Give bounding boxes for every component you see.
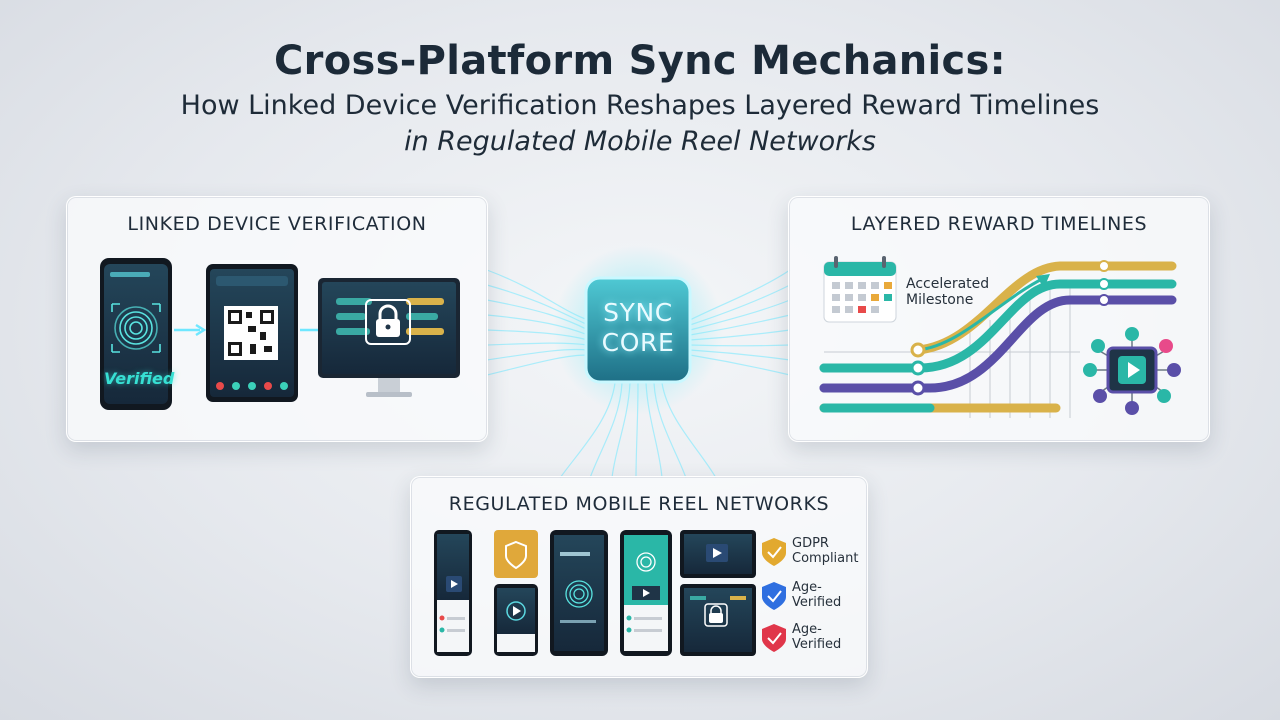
reel-tablet-2: [680, 584, 756, 656]
fingerprint-icon: [111, 303, 161, 353]
qr-code-icon: [224, 306, 278, 360]
lock-icon: [710, 605, 722, 614]
reel-phone-1: [434, 530, 472, 656]
panel-title-reels: REGULATED MOBILE REEL NETWORKS: [448, 493, 830, 515]
reel-phone-2: [494, 584, 538, 656]
sync-core-chip: [584, 276, 692, 384]
fingerprint-icon: [565, 580, 593, 608]
phone-device: [100, 258, 172, 410]
shield-icon: [505, 540, 527, 570]
reel-tablet-1: [680, 530, 756, 578]
core-line-1: SYNC: [603, 298, 673, 327]
timeline-grid: [824, 285, 1080, 418]
badge-gdpr-shield-icon: [762, 538, 786, 566]
panel-title-rewards: LAYERED REWARD TIMELINES: [850, 213, 1148, 235]
arrow-icon: [1036, 274, 1050, 288]
badge-label-1a: GDPR: [792, 536, 829, 551]
reel-hub-icon: [1083, 327, 1181, 415]
tablet-device: [206, 264, 298, 402]
milestone-label-2: Milestone: [906, 292, 974, 308]
badge-label-3b: Verified: [792, 637, 842, 652]
badge-label-3a: Age-: [792, 622, 822, 637]
sync-core-label: SYNC CORE: [588, 298, 688, 358]
reel-card-shield: [494, 530, 538, 578]
calendar-icon: [823, 256, 897, 323]
verified-label: Verified: [104, 369, 175, 388]
reel-phone-4: [620, 530, 672, 656]
page-title: Cross-Platform Sync Mechanics:: [274, 38, 1006, 84]
monitor-device: [318, 278, 460, 397]
reel-phone-3: [550, 530, 608, 656]
page-subtitle-italic: in Regulated Mobile Reel Networks: [404, 126, 876, 157]
panel-title-device: LINKED DEVICE VERIFICATION: [127, 213, 427, 235]
lock-icon: [365, 299, 411, 345]
core-line-2: CORE: [601, 328, 675, 357]
badge-age-verified-blue-shield-icon: [762, 582, 786, 610]
badge-label-2a: Age-: [792, 580, 822, 595]
reward-ribbons: [819, 261, 1177, 413]
badge-label-1b: Compliant: [792, 551, 859, 566]
milestone-markers: [910, 260, 1110, 396]
badge-age-verified-red-shield-icon: [762, 624, 786, 652]
badge-label-2b: Verified: [792, 595, 842, 610]
play-icon: [1128, 362, 1140, 378]
play-icon: [451, 580, 458, 588]
page-subtitle: How Linked Device Verification Reshapes …: [180, 90, 1100, 121]
milestone-label-1: Accelerated: [906, 276, 990, 292]
play-icon: [713, 548, 722, 558]
